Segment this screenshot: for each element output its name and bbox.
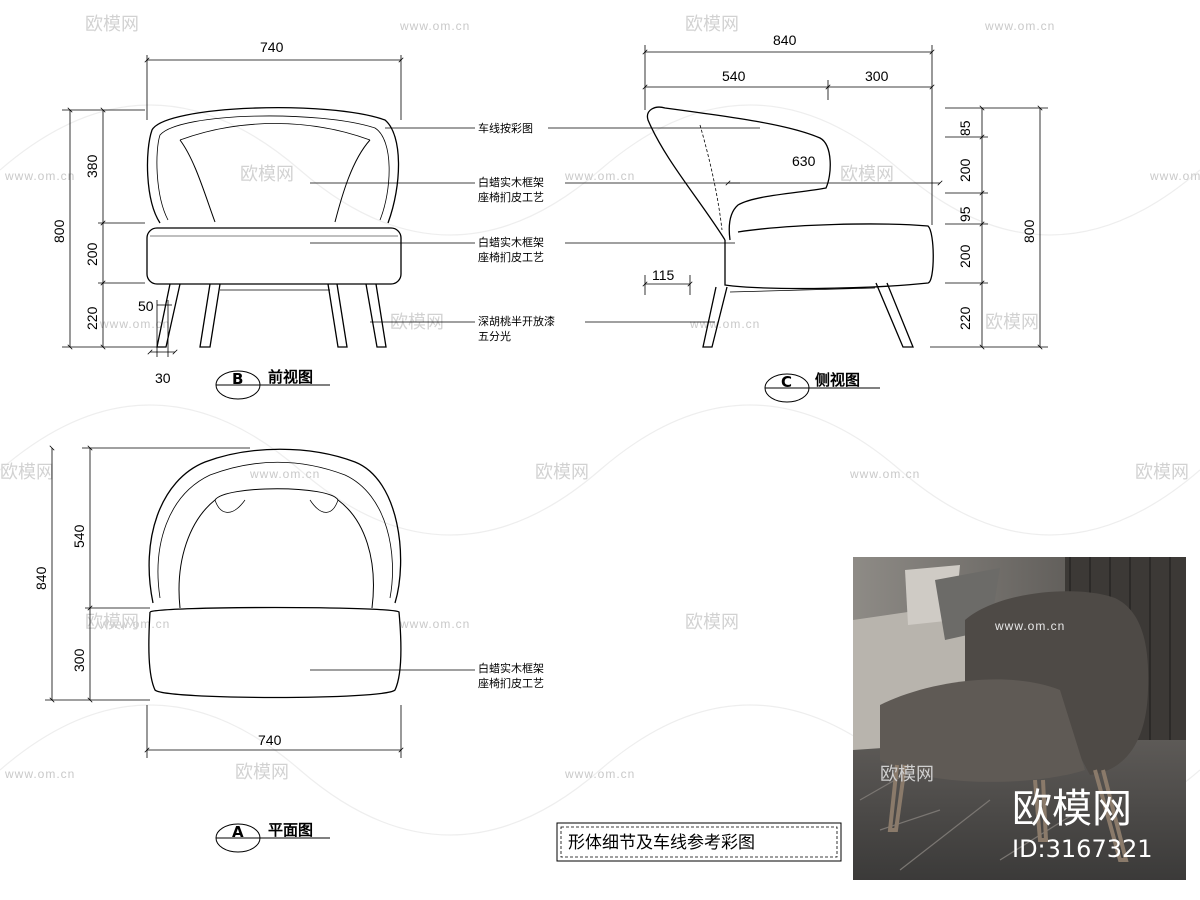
side-h95-label: 95 (957, 206, 973, 222)
watermark-logo: 欧模网 (685, 612, 739, 633)
leader-lines (310, 127, 760, 323)
photo-brand: 欧模网 (1012, 786, 1132, 832)
plan-note-line2: 座椅扪皮工艺 (478, 676, 544, 690)
watermark-logo: 欧模网 (85, 14, 139, 35)
watermark-logo: 欧模网 (390, 312, 444, 333)
photo-chair (965, 591, 1149, 775)
photo-id: ID:3167321 (1012, 835, 1153, 863)
front-seat (146, 227, 402, 285)
watermark-url: www.om.cn (399, 19, 470, 33)
note-frame-line1: 白蜡实木框架 (478, 175, 544, 189)
front-view (146, 107, 402, 348)
watermark-logo: 欧模网 (0, 462, 54, 483)
side-seat-depth-label: 540 (722, 68, 746, 84)
plan-view-title: A 平面图 (215, 821, 330, 853)
plan-view (148, 448, 402, 699)
note-stitching: 车线按彩图 (478, 121, 533, 135)
front-leg-50-label: 50 (138, 298, 154, 314)
side-view-title-text: 侧视图 (815, 371, 860, 389)
note-frame-line2: 座椅扪皮工艺 (478, 190, 544, 204)
side-h200b-label: 200 (957, 244, 973, 268)
side-view-title: C 侧视图 (764, 371, 880, 403)
plan-dimensions (45, 445, 475, 758)
watermark-url: www.om.cn (564, 767, 635, 781)
watermark-url: www.om.cn (1149, 169, 1200, 183)
note-seat-line1: 白蜡实木框架 (478, 235, 544, 249)
watermark-url: www.om.cn (399, 617, 470, 631)
note-legs-line1: 深胡桃半开放漆 (478, 314, 555, 328)
side-front-depth-label: 300 (865, 68, 889, 84)
plan-view-title-text: 平面图 (268, 821, 313, 839)
front-leg-height-label: 220 (84, 306, 100, 330)
caption-box: 形体细节及车线参考彩图 (556, 822, 842, 862)
front-back-height-label: 380 (84, 154, 100, 178)
side-seat (724, 223, 934, 290)
note-legs-line2: 五分光 (478, 329, 511, 343)
front-back-shell (146, 107, 400, 224)
front-view-badge: B (232, 370, 243, 388)
side-arm-630-label: 630 (792, 153, 816, 169)
front-leg-30-label: 30 (155, 370, 171, 386)
plan-dimension-labels: 540 300 840 740 白蜡实木框架 座椅扪皮工艺 (33, 524, 544, 748)
side-dimensions (642, 45, 1048, 350)
front-dimension-labels: 740 380 200 220 800 50 30 (51, 39, 284, 386)
side-dimension-labels: 840 540 300 630 115 85 200 95 200 220 80… (652, 32, 1037, 330)
plan-outline (148, 448, 402, 604)
side-h220-label: 220 (957, 306, 973, 330)
watermark-url: www.om.cn (849, 467, 920, 481)
front-total-height-label: 800 (51, 219, 67, 243)
front-seat-height-label: 200 (84, 242, 100, 266)
watermark-logo: 欧模网 (685, 14, 739, 35)
watermark-texts: 欧模网 www.om.cn 欧模网 www.om.cn www.om.cn 欧模… (0, 14, 1200, 783)
plan-width-label: 740 (258, 732, 282, 748)
front-view-title: B 前视图 (215, 368, 330, 400)
watermark-logo: 欧模网 (985, 312, 1039, 333)
plan-view-badge: A (232, 823, 244, 841)
plan-note-line1: 白蜡实木框架 (478, 661, 544, 675)
side-total-depth-label: 840 (773, 32, 797, 48)
material-notes: 车线按彩图 白蜡实木框架 座椅扪皮工艺 白蜡实木框架 座椅扪皮工艺 深胡桃半开放… (478, 121, 555, 343)
side-h85-label: 85 (957, 120, 973, 136)
watermark-url: www.om.cn (99, 617, 170, 631)
watermark-logo: 欧模网 (85, 612, 139, 633)
photo-watermark-logo: 欧模网 (880, 764, 934, 785)
plan-depth-300-label: 300 (71, 648, 87, 672)
watermark-url: www.om.cn (249, 467, 320, 481)
front-width-label: 740 (260, 39, 284, 55)
plan-seat (148, 606, 402, 699)
side-view (646, 106, 934, 348)
front-dimensions (62, 55, 404, 357)
watermark-logo: 欧模网 (840, 164, 894, 185)
watermark-logo: 欧模网 (235, 762, 289, 783)
side-total-height-label: 800 (1021, 219, 1037, 243)
watermark-logo: 欧模网 (240, 164, 294, 185)
watermark-url: www.om.cn (99, 317, 170, 331)
watermark-logo: 欧模网 (535, 462, 589, 483)
side-back-shell (646, 106, 831, 241)
reference-photo: www.om.cn 欧模网 欧模网 ID:3167321 (853, 557, 1186, 880)
caption-text: 形体细节及车线参考彩图 (568, 833, 755, 853)
front-legs (156, 283, 387, 348)
watermark-url: www.om.cn (4, 767, 75, 781)
watermark-url: www.om.cn (564, 169, 635, 183)
side-view-badge: C (781, 373, 792, 391)
plan-depth-540-label: 540 (71, 524, 87, 548)
watermark-url: www.om.cn (4, 169, 75, 183)
watermark-logo: 欧模网 (1135, 462, 1189, 483)
front-view-title-text: 前视图 (268, 368, 313, 386)
note-seat-line2: 座椅扪皮工艺 (478, 250, 544, 264)
watermark-url: www.om.cn (689, 317, 760, 331)
side-leg-115-label: 115 (652, 267, 675, 283)
plan-total-depth-label: 840 (33, 566, 49, 590)
side-h200a-label: 200 (957, 158, 973, 182)
side-legs (702, 282, 914, 348)
photo-watermark-url: www.om.cn (994, 619, 1065, 633)
watermark-url: www.om.cn (984, 19, 1055, 33)
